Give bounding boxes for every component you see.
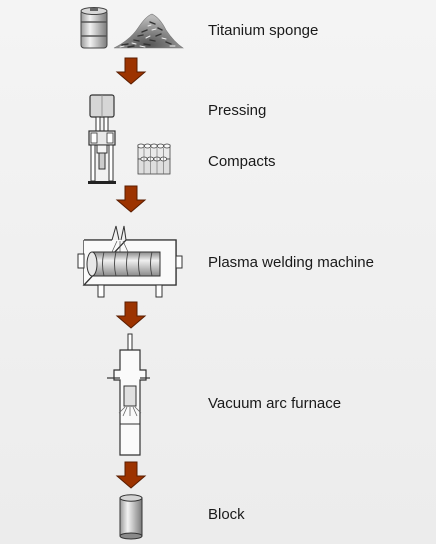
step-label-pressing: Pressing — [208, 102, 267, 119]
step-label-plasma-welding-machine: Plasma welding machine — [208, 254, 374, 271]
step-label-titanium-sponge: Titanium sponge — [208, 22, 319, 39]
step-label-compacts: Compacts — [208, 153, 276, 170]
press-icon — [88, 94, 116, 184]
sponge-heap-icon — [113, 13, 184, 49]
flow-arrow-4 — [115, 461, 147, 489]
plasma-welding-machine-icon — [77, 225, 183, 298]
flow-arrow-2 — [115, 185, 147, 213]
step-label-vacuum-arc-furnace: Vacuum arc furnace — [208, 395, 342, 412]
step-label-block: Block — [208, 506, 245, 523]
compacts-icon — [137, 143, 171, 175]
flow-arrow-1 — [115, 57, 147, 85]
flow-arrow-3 — [115, 301, 147, 329]
titanium-sponge-icon — [80, 7, 184, 49]
block-icon — [119, 494, 143, 540]
drum-icon — [80, 7, 108, 49]
vacuum-arc-furnace-icon — [107, 333, 150, 456]
